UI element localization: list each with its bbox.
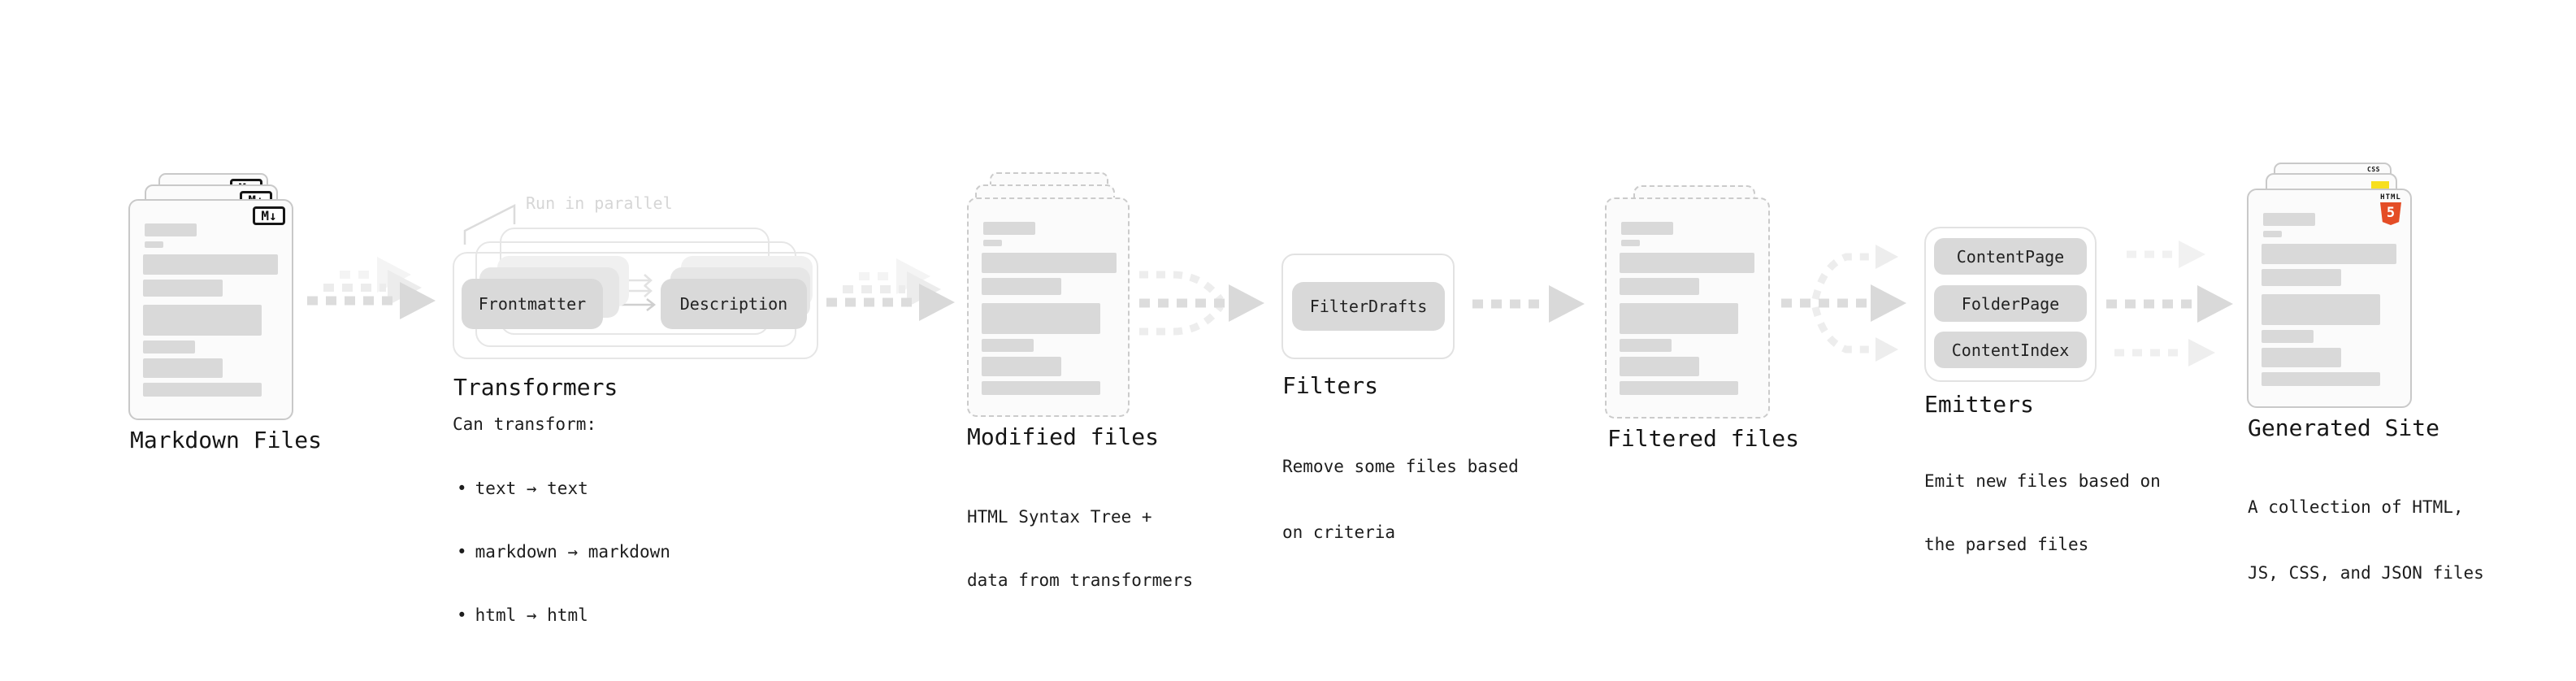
filtered-files-label: Filtered files — [1607, 425, 1800, 452]
css-icon-text: CSS — [2367, 166, 2380, 173]
filters-label: Filters — [1282, 372, 1379, 399]
text-line-placeholder — [2262, 269, 2341, 286]
text-line-placeholder — [143, 254, 278, 275]
transformer-description-pill: Description — [661, 279, 807, 329]
html5-icon-number: 5 — [2386, 205, 2396, 221]
text-line-placeholder — [983, 222, 1035, 235]
arrow-transformers-to-modified — [826, 258, 955, 321]
html5-icon-shield: 5 — [2380, 202, 2401, 225]
filters-description: Remove some files based on criteria — [1282, 412, 1519, 588]
arrow-modified-to-filters-converge — [1139, 271, 1264, 336]
text-line-placeholder — [1620, 357, 1699, 376]
text-line-placeholder — [143, 383, 262, 397]
bullet-item: • text → text — [457, 478, 670, 499]
transformer-frontmatter-pill: Frontmatter — [462, 279, 603, 329]
document-skeleton — [969, 199, 1128, 415]
text-line-placeholder — [2262, 330, 2314, 343]
arrow-filters-to-filtered — [1472, 285, 1585, 323]
text-line-placeholder — [1620, 339, 1672, 352]
description-line: Remove some files based — [1282, 457, 1519, 476]
site-file-card-html: HTML 5 — [2247, 189, 2412, 408]
modified-file-card — [967, 197, 1130, 417]
emitters-description: Emit new files based on the parsed files — [1924, 428, 2161, 597]
transformers-bullet-list: • text → text • markdown → markdown • ht… — [457, 436, 670, 668]
bullet-item: • markdown → markdown — [457, 541, 670, 562]
text-line-placeholder — [2262, 372, 2380, 386]
modified-files-description: HTML Syntax Tree + data from transformer… — [967, 464, 1193, 633]
text-line-placeholder — [2262, 348, 2341, 367]
run-in-parallel-hint: Run in parallel — [526, 193, 673, 213]
arrow-markdown-to-transformers — [307, 257, 436, 319]
text-line-placeholder — [143, 305, 262, 336]
emitters-label: Emitters — [1924, 391, 2034, 418]
bullet-text: html → html — [475, 605, 588, 625]
transformers-label: Transformers — [453, 374, 618, 401]
text-line-placeholder — [2262, 244, 2396, 264]
text-line-placeholder — [1621, 240, 1640, 246]
bullet-text: markdown → markdown — [475, 542, 670, 562]
modified-files-label: Modified files — [967, 423, 1160, 450]
arrow-emitters-to-site — [2106, 241, 2233, 367]
text-line-placeholder — [145, 223, 197, 236]
filter-drafts-pill: FilterDrafts — [1292, 282, 1445, 331]
text-line-placeholder — [982, 253, 1117, 273]
description-line: HTML Syntax Tree + — [967, 507, 1152, 527]
text-line-placeholder — [982, 381, 1100, 395]
description-line: Emit new files based on — [1924, 471, 2161, 491]
text-line-placeholder — [1620, 278, 1699, 295]
emitter-contentindex-pill: ContentIndex — [1934, 332, 2087, 368]
text-line-placeholder — [1621, 222, 1673, 235]
text-line-placeholder — [983, 240, 1002, 246]
emitter-contentpage-pill: ContentPage — [1934, 238, 2087, 275]
transformers-description-title: Can transform: — [453, 414, 597, 434]
filtered-file-card — [1605, 197, 1770, 419]
bullet-text: text → text — [475, 479, 588, 498]
markdown-file-card: M↓ — [128, 199, 293, 420]
text-line-placeholder — [143, 340, 195, 354]
document-skeleton — [2249, 190, 2410, 406]
text-line-placeholder — [1620, 253, 1754, 273]
description-line: JS, CSS, and JSON files — [2248, 563, 2484, 583]
text-line-placeholder — [982, 303, 1100, 334]
markdown-files-label: Markdown Files — [130, 427, 323, 453]
text-line-placeholder — [982, 357, 1061, 376]
description-line: A collection of HTML, — [2248, 497, 2464, 517]
emitter-folderpage-pill: FolderPage — [1934, 285, 2087, 322]
generated-site-description: A collection of HTML, JS, CSS, and JSON … — [2248, 453, 2484, 628]
run-in-parallel-callout-line — [463, 203, 516, 245]
bullet-marker: • — [457, 479, 467, 498]
text-line-placeholder — [2263, 231, 2282, 237]
html5-icon-text: HTML — [2380, 193, 2401, 202]
arrow-filtered-to-emitters-diverge — [1781, 245, 1906, 362]
description-line: the parsed files — [1924, 535, 2089, 554]
text-line-placeholder — [982, 339, 1034, 352]
bullet-marker: • — [457, 542, 467, 562]
text-line-placeholder — [1620, 303, 1738, 334]
text-line-placeholder — [1620, 381, 1738, 395]
generated-site-label: Generated Site — [2248, 414, 2440, 441]
text-line-placeholder — [2262, 294, 2380, 325]
bullet-marker: • — [457, 605, 467, 625]
bullet-item: • html → html — [457, 605, 670, 626]
text-line-placeholder — [143, 358, 223, 378]
document-skeleton — [130, 201, 292, 419]
text-line-placeholder — [2263, 213, 2315, 226]
description-line: data from transformers — [967, 570, 1194, 590]
text-line-placeholder — [145, 241, 163, 248]
description-line: on criteria — [1282, 523, 1396, 542]
transformer-group-front — [453, 252, 818, 359]
html5-icon: HTML 5 — [2380, 194, 2401, 225]
document-skeleton — [1607, 199, 1768, 417]
text-line-placeholder — [982, 278, 1061, 295]
text-line-placeholder — [143, 280, 223, 297]
markdown-icon: M↓ — [253, 206, 285, 225]
